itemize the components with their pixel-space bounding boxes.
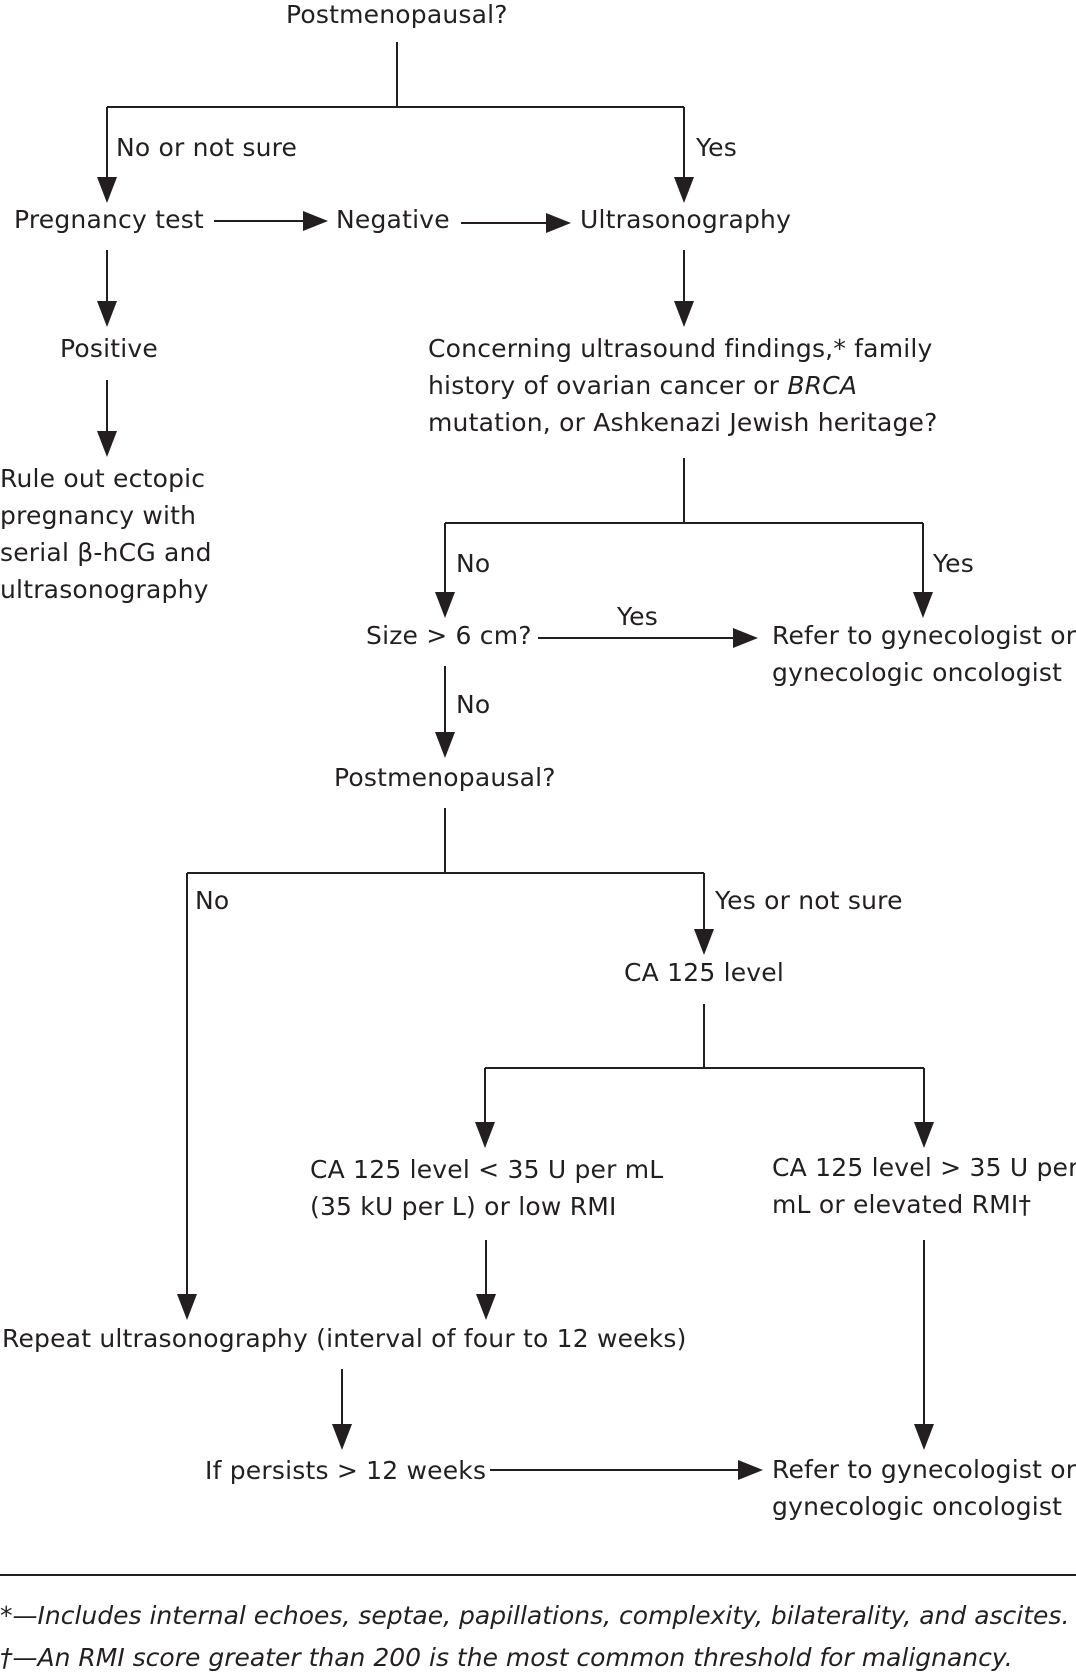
arrowhead-to-ruleout (97, 431, 117, 457)
arrowhead-to-size (435, 592, 455, 618)
arrowhead-to-persists (332, 1424, 352, 1450)
connector-concerning-split (444, 458, 924, 593)
concerning-brca: BRCA (787, 371, 858, 400)
arrowhead-to-ca125-low (475, 1122, 495, 1148)
connector-postmeno2-split (186, 808, 705, 1295)
connector-ca125-split (484, 1004, 925, 1123)
arrowhead-to-ca125-high (914, 1122, 934, 1148)
footnote-divider (0, 1574, 1076, 1576)
arrowhead-to-postmeno-2 (435, 732, 455, 758)
arrowhead-to-ultrasonography (674, 177, 694, 203)
label-no-3: No (195, 886, 230, 915)
arrowhead-to-refer-1 (913, 592, 933, 618)
node-ultrasonography: Ultrasonography (580, 205, 792, 234)
label-yes-2: Yes (933, 549, 974, 578)
node-repeat-ultrasonography: Repeat ultrasonography (interval of four… (2, 1324, 687, 1353)
label-no-2: No (456, 549, 491, 578)
arrowhead-high-to-refer (914, 1424, 934, 1450)
label-yes-1: Yes (696, 133, 737, 162)
arrowhead-low-to-repeat (476, 1294, 496, 1320)
arrowhead-no-to-repeat (177, 1294, 197, 1320)
label-no-or-not-sure: No or not sure (116, 133, 298, 162)
node-refer-1: Refer to gynecologist or gynecologic onc… (772, 621, 1076, 687)
concerning-text-2: mutation, or Ashkenazi Jewish heritage? (428, 408, 938, 437)
concerning-text-1: Concerning ultrasound findings,* family … (428, 334, 933, 400)
node-postmenopausal-2: Postmenopausal? (334, 763, 556, 792)
node-positive: Positive (60, 334, 158, 363)
label-no-size: No (456, 690, 491, 719)
node-pregnancy-test: Pregnancy test (14, 205, 204, 234)
footnote-dagger: †—An RMI score greater than 200 is the m… (0, 1643, 1013, 1672)
arrowhead-to-pregnancy-test (97, 177, 117, 203)
label-yes-size: Yes (617, 602, 658, 631)
arrowhead-to-ultrasonography-h (546, 213, 571, 233)
node-ca125: CA 125 level (624, 958, 785, 987)
arrowhead-to-concerning (674, 301, 694, 327)
label-yes-or-not-sure: Yes or not sure (715, 886, 903, 915)
node-ca125-high: CA 125 level > 35 U per mL or elevated R… (772, 1153, 1076, 1219)
arrowhead-size-to-refer (733, 628, 758, 648)
node-rule-out-ectopic: Rule out ectopic pregnancy with serial β… (0, 464, 212, 604)
node-refer-2: Refer to gynecologist or gynecologic onc… (772, 1455, 1076, 1521)
arrowhead-to-ca125 (694, 929, 714, 955)
arrowhead-to-positive (97, 301, 117, 327)
node-ca125-low: CA 125 level < 35 U per mL (35 kU per L)… (310, 1155, 664, 1221)
node-if-persists: If persists > 12 weeks (205, 1456, 487, 1485)
arrowhead-to-negative (303, 211, 328, 231)
node-concerning-findings: Concerning ultrasound findings,* family … (428, 330, 948, 441)
node-postmenopausal-1: Postmenopausal? (286, 0, 508, 29)
node-size: Size > 6 cm? (366, 621, 532, 650)
footnote-asterisk: *—Includes internal echoes, septae, papi… (0, 1601, 1070, 1630)
node-negative: Negative (336, 205, 450, 234)
arrowhead-persists-to-refer (738, 1460, 763, 1480)
connector-top-split (106, 42, 685, 178)
